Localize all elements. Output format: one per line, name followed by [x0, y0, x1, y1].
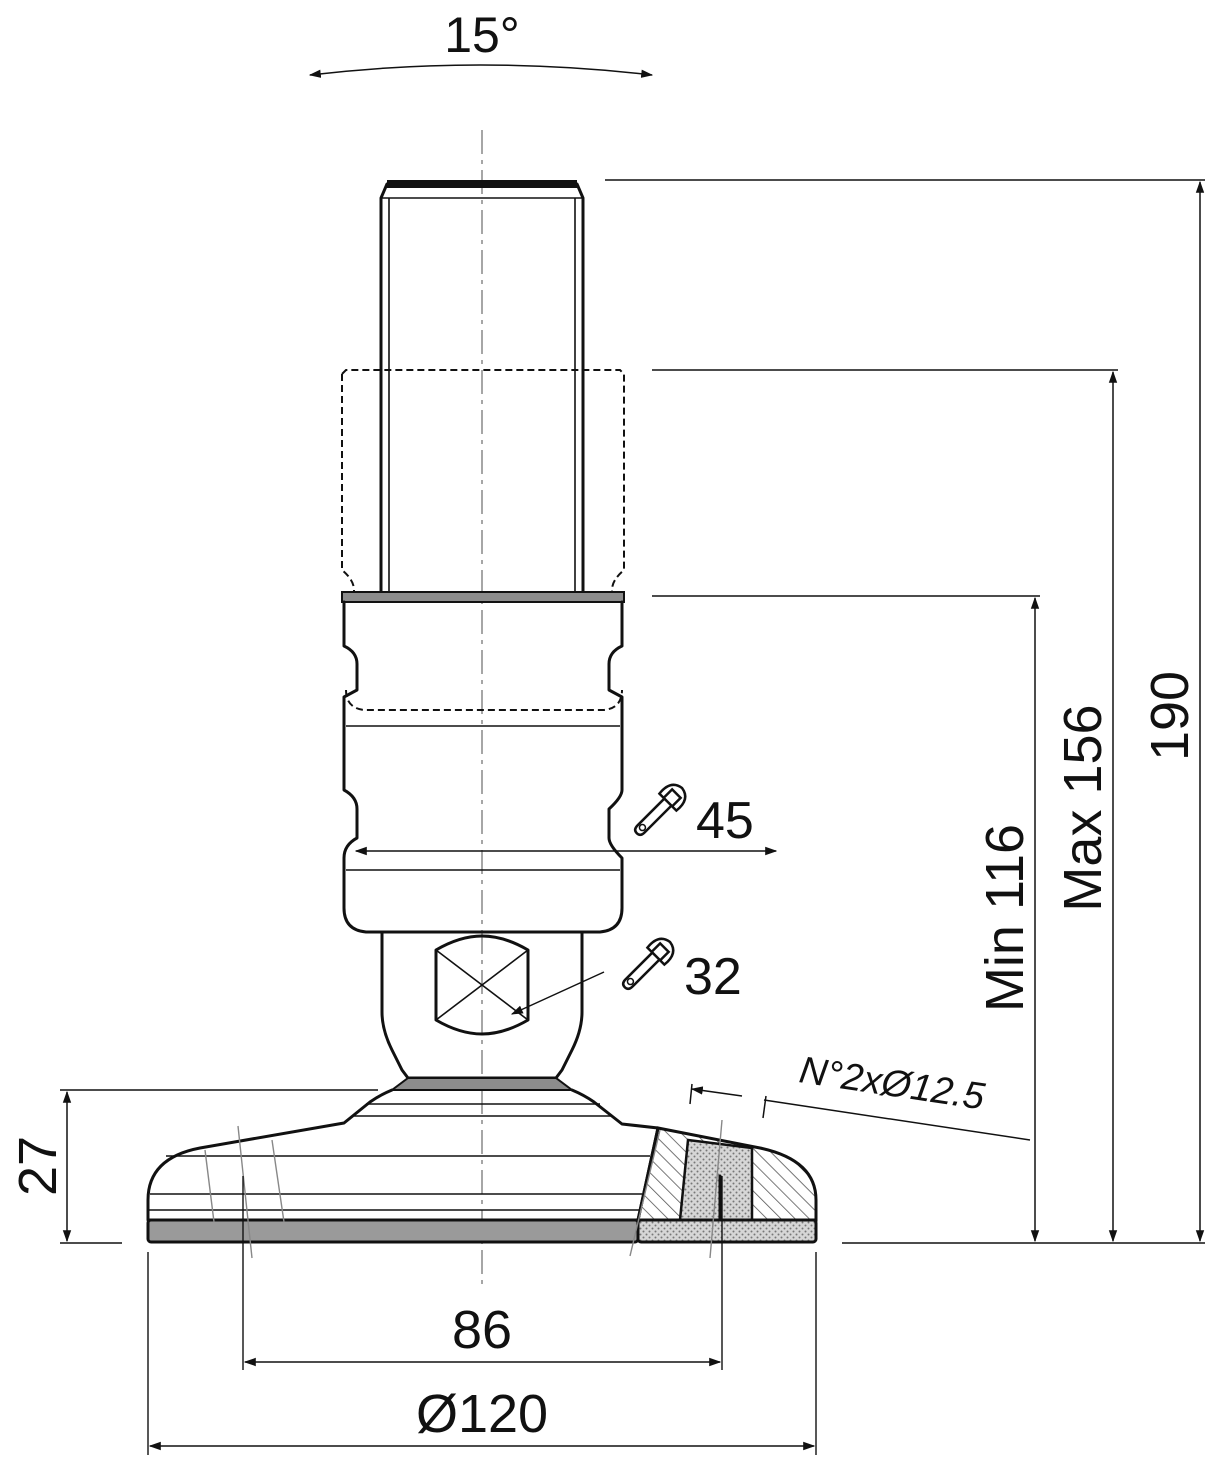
base-height-dimension: 27 — [8, 1089, 378, 1244]
hole-spacing-dimension: 86 — [242, 1176, 723, 1370]
holes-callout: N°2xØ12.5 — [689, 1049, 1031, 1141]
tilt-angle-label: 15° — [444, 7, 520, 63]
height-total-label: 190 — [1140, 671, 1200, 761]
threaded-stem — [379, 180, 585, 594]
base-section-cut — [636, 1126, 818, 1222]
height-dimensions: 190 Max 156 Min 116 — [605, 179, 1205, 1244]
wrench-45-callout: 45 — [354, 783, 778, 856]
wrench-32-callout: 32 — [510, 937, 742, 1015]
base-diameter-label: Ø120 — [416, 1384, 548, 1444]
wrench-icon — [633, 783, 687, 837]
tilt-angle-indicator: 15° — [308, 7, 654, 78]
height-max-label: Max 156 — [1053, 704, 1113, 911]
wrench-icon — [621, 937, 675, 991]
rubber-pad — [146, 1218, 818, 1244]
max-extension-outline — [341, 369, 625, 711]
wrench-32-label: 32 — [684, 948, 742, 1006]
wrench-45-label: 45 — [696, 792, 754, 850]
base-height-label: 27 — [8, 1136, 68, 1196]
hole-center-ghosts — [204, 1119, 723, 1259]
height-min-label: Min 116 — [975, 824, 1035, 1012]
adjustment-body — [341, 591, 625, 934]
base-dome — [146, 1088, 660, 1222]
holes-note-label: N°2xØ12.5 — [797, 1049, 988, 1118]
hole-spacing-label: 86 — [452, 1300, 512, 1360]
base-diameter-dimension: Ø120 — [147, 1252, 817, 1455]
